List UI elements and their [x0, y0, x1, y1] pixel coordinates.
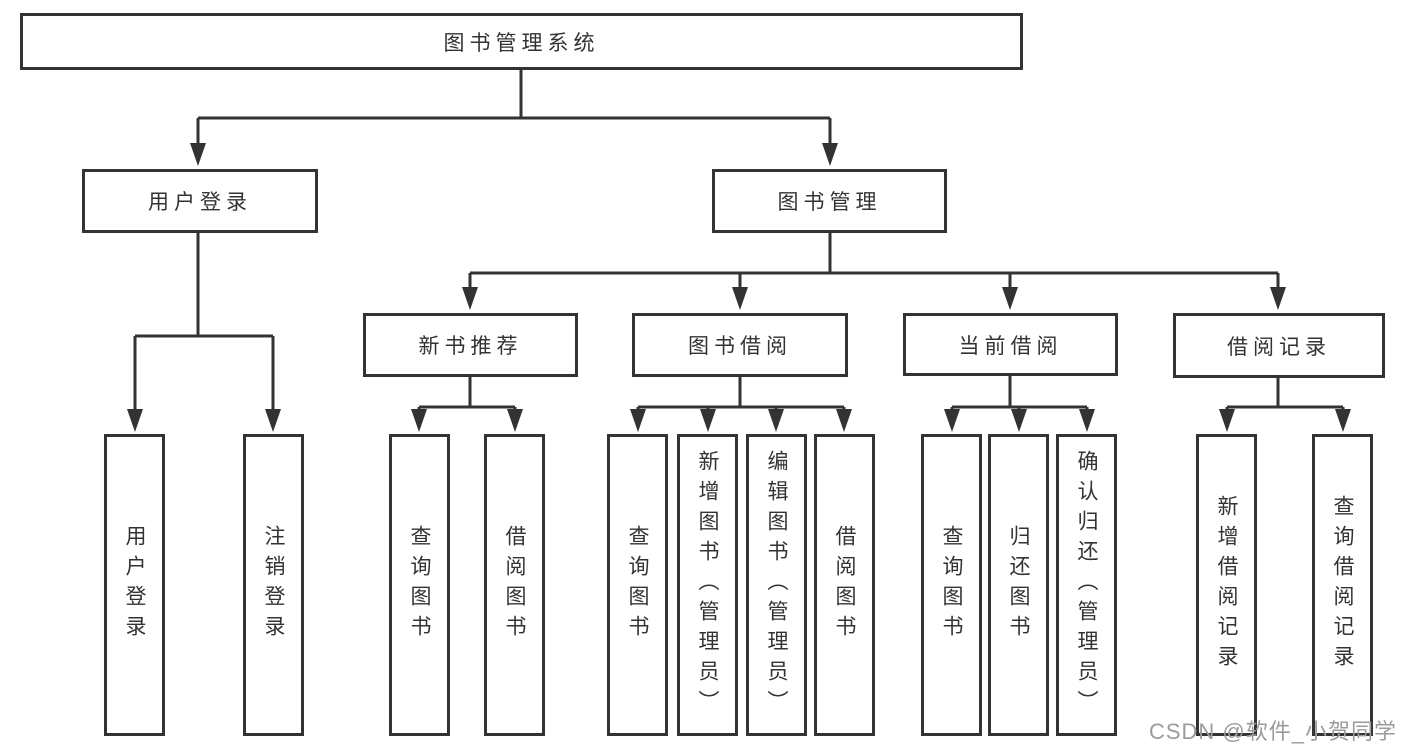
leaf-return-book: 归还图书	[988, 434, 1049, 736]
node-label: 图书借阅	[688, 335, 792, 358]
node-book-borrow: 图书借阅	[632, 313, 848, 377]
leaf-edit-book-admin: 编辑图书（管理员）	[746, 434, 807, 736]
leaf-add-borrow-record: 新增借阅记录	[1196, 434, 1257, 736]
leaf-borrow-book-newrec: 借阅图书	[484, 434, 545, 736]
leaf-logout: 注销登录	[243, 434, 304, 736]
node-label: 图书管理系统	[443, 31, 600, 55]
node-label: 用户登录	[148, 191, 252, 214]
node-label: 归还图书	[1007, 525, 1031, 645]
node-library-system: 图书管理系统	[20, 13, 1023, 70]
node-label: 借阅图书	[503, 525, 527, 645]
node-label: 借阅图书	[833, 525, 857, 645]
node-label: 查询图书	[940, 525, 964, 645]
leaf-query-book-current: 查询图书	[921, 434, 982, 736]
node-label: 确认归还（管理员）	[1075, 450, 1099, 720]
leaf-query-book-borrow: 查询图书	[607, 434, 668, 736]
node-borrow-records: 借阅记录	[1173, 313, 1385, 378]
watermark: CSDN @软件_小贺同学	[1148, 719, 1397, 744]
node-label: 新增借阅记录	[1215, 495, 1239, 675]
node-label: 新书推荐	[418, 335, 523, 358]
node-label: 查询借阅记录	[1331, 495, 1355, 675]
leaf-query-borrow-record: 查询借阅记录	[1312, 434, 1373, 736]
node-label: 借阅记录	[1227, 335, 1331, 359]
node-label: 用户登录	[123, 525, 147, 645]
node-label: 编辑图书（管理员）	[765, 450, 789, 720]
node-label: 当前借阅	[958, 334, 1063, 358]
node-label: 新增图书（管理员）	[696, 450, 720, 720]
node-label: 查询图书	[408, 525, 432, 645]
node-current-borrow: 当前借阅	[903, 313, 1118, 376]
leaf-confirm-return-admin: 确认归还（管理员）	[1056, 434, 1117, 736]
node-label: 图书管理	[777, 191, 882, 214]
leaf-add-book-admin: 新增图书（管理员）	[677, 434, 738, 736]
leaf-query-book-newrec: 查询图书	[389, 434, 450, 736]
node-user-login: 用户登录	[82, 169, 318, 233]
node-book-management: 图书管理	[712, 169, 947, 233]
node-new-book-recommend: 新书推荐	[363, 313, 578, 377]
leaf-borrow-book: 借阅图书	[814, 434, 875, 736]
node-label: 注销登录	[262, 525, 286, 645]
leaf-user-login: 用户登录	[104, 434, 165, 736]
node-label: 查询图书	[626, 525, 650, 645]
